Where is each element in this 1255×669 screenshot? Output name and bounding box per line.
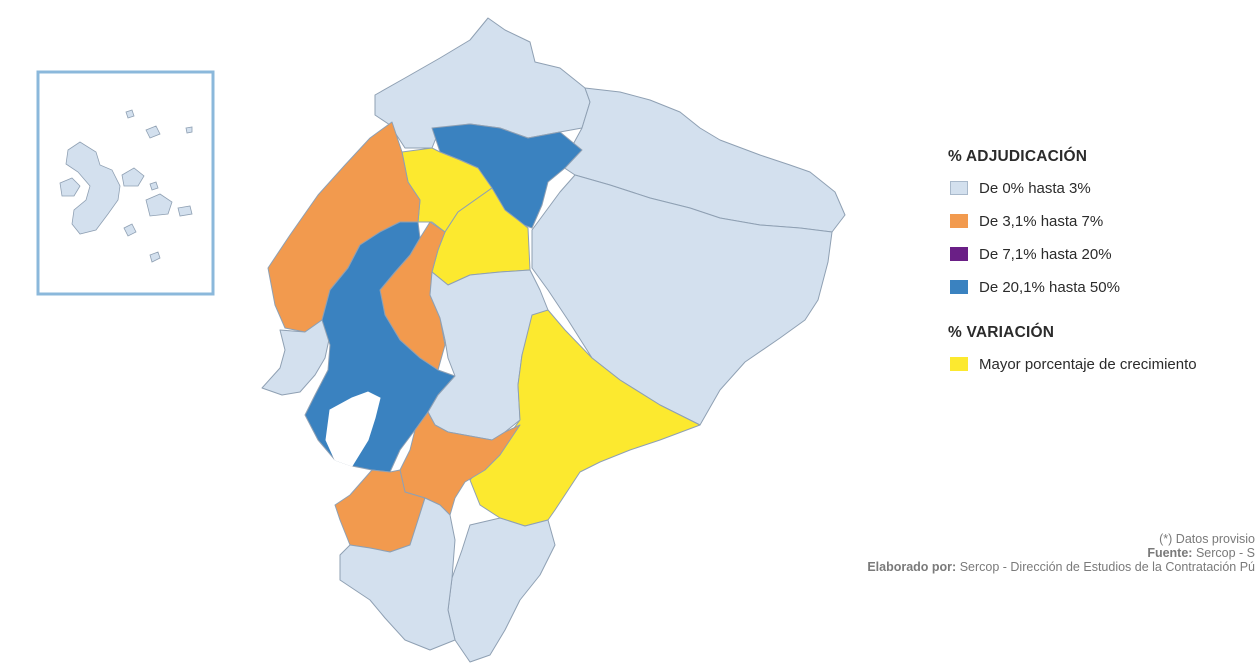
- island-marchena: [145, 125, 161, 139]
- legend-label: De 0% hasta 3%: [979, 179, 1091, 197]
- author-label: Elaborado por:: [867, 560, 957, 574]
- legend-swatch: [950, 247, 968, 261]
- island-pinta: [125, 109, 135, 119]
- source-text: Sercop - S: [1192, 546, 1255, 560]
- legend-swatch: [950, 214, 968, 228]
- legend-swatch: [950, 181, 968, 195]
- legend-label: De 3,1% hasta 7%: [979, 212, 1104, 230]
- author-text: Sercop - Dirección de Estudios de la Con…: [956, 560, 1255, 574]
- legend-item: De 0% hasta 3%: [948, 176, 1255, 200]
- author-line: Elaborado por: Sercop - Dirección de Est…: [867, 560, 1255, 574]
- note-provisional: (*) Datos provisio: [1159, 532, 1255, 546]
- source-line: Fuente: Sercop - S: [867, 546, 1255, 560]
- island-santiago: [121, 167, 145, 187]
- legend-label: Mayor porcentaje de crecimiento: [979, 355, 1197, 373]
- footnotes: (*) Datos provisio Fuente: Sercop - S El…: [867, 532, 1255, 574]
- legend-title-adjudicacion: % ADJUDICACIÓN: [948, 148, 1088, 165]
- legend-label: De 7,1% hasta 20%: [979, 245, 1112, 263]
- eastern-amazon-province: [531, 174, 833, 426]
- legend: % ADJUDICACIÓN De 0% hasta 3% De 3,1% ha…: [948, 148, 1255, 385]
- legend-title-variacion: % VARIACIÓN: [948, 324, 1055, 341]
- legend-swatch: [950, 280, 968, 294]
- loja-province: [339, 497, 456, 651]
- island-isabela: [65, 141, 121, 235]
- island-baltra: [149, 181, 159, 191]
- gulf-of-guayas: [325, 391, 381, 467]
- source-label: Fuente:: [1147, 546, 1193, 560]
- mainland: [261, 17, 846, 663]
- ecuador-map: [36, 17, 846, 663]
- island-genovesa: [185, 126, 193, 134]
- legend-item: De 20,1% hasta 50%: [948, 275, 1255, 299]
- legend-swatch: [950, 357, 968, 371]
- legend-item: Mayor porcentaje de crecimiento: [948, 352, 1255, 376]
- southeast-province: [447, 517, 556, 663]
- island-santa-cruz: [145, 193, 173, 217]
- legend-item: De 7,1% hasta 20%: [948, 242, 1255, 266]
- island-fernandina: [59, 177, 81, 197]
- island-espanola: [149, 251, 161, 263]
- santa-elena-province: [261, 319, 331, 396]
- legend-label: De 20,1% hasta 50%: [979, 278, 1120, 296]
- galapagos-inset: [36, 70, 215, 296]
- island-san-cristobal: [177, 205, 193, 217]
- legend-item: De 3,1% hasta 7%: [948, 209, 1255, 233]
- island-floreana: [123, 223, 137, 237]
